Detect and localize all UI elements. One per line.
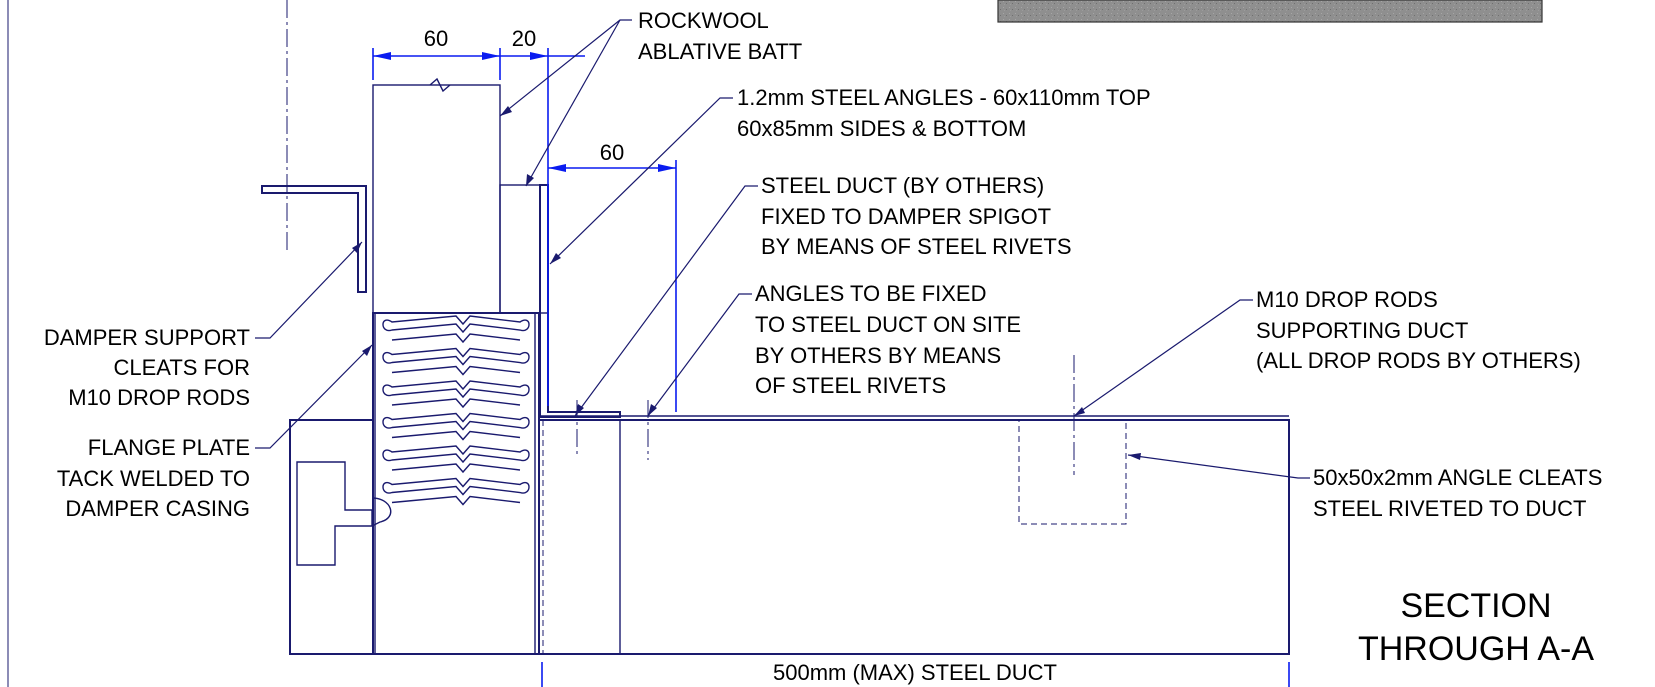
- dim-60-top-label: 60: [424, 26, 448, 51]
- label-angle-cleats: 50x50x2mm ANGLE CLEATS STEEL RIVETED TO …: [1313, 465, 1602, 521]
- label-steel-duct-line1: STEEL DUCT (BY OTHERS): [761, 173, 1044, 198]
- label-angles-fixed-line4: OF STEEL RIVETS: [755, 373, 946, 398]
- coil-6: [382, 477, 530, 496]
- label-steel-duct-line2: FIXED TO DAMPER SPIGOT: [761, 204, 1051, 229]
- label-drop-rods-line2: SUPPORTING DUCT: [1256, 318, 1468, 343]
- label-rockwool: ROCKWOOL ABLATIVE BATT: [638, 8, 802, 64]
- label-steel-angles-line1: 1.2mm STEEL ANGLES - 60x110mm TOP: [737, 85, 1151, 110]
- label-rockwool-line2: ABLATIVE BATT: [638, 39, 802, 64]
- coil-link-3: [391, 398, 521, 409]
- dim-20: 20: [500, 26, 585, 406]
- label-angles-fixed-line3: BY OTHERS BY MEANS: [755, 343, 1001, 368]
- label-steel-angles-line2: 60x85mm SIDES & BOTTOM: [737, 116, 1026, 141]
- label-angles-fixed-line2: TO STEEL DUCT ON SITE: [755, 312, 1021, 337]
- coil-link-5: [391, 463, 521, 474]
- label-damper-support-line3: M10 DROP RODS: [68, 385, 250, 410]
- damper-support-cleat: [261, 185, 367, 293]
- label-rockwool-line1: ROCKWOOL: [638, 8, 769, 33]
- label-angles-fixed: ANGLES TO BE FIXED TO STEEL DUCT ON SITE…: [755, 281, 1021, 398]
- steel-duct: [538, 415, 1290, 655]
- label-flange-plate-line1: FLANGE PLATE: [88, 435, 250, 460]
- section-title-line2: THROUGH A-A: [1358, 630, 1594, 668]
- label-steel-duct-line3: BY MEANS OF STEEL RIVETS: [761, 234, 1072, 259]
- section-title-line1: SECTION: [1400, 587, 1551, 625]
- dim-60-top: 60: [372, 26, 501, 80]
- label-steel-duct: STEEL DUCT (BY OTHERS) FIXED TO DAMPER S…: [761, 173, 1072, 259]
- steel-angle: [539, 184, 621, 418]
- coil-link-6: [391, 495, 521, 506]
- coil-2: [382, 347, 530, 366]
- label-flange-plate: FLANGE PLATE TACK WELDED TO DAMPER CASIN…: [57, 435, 250, 521]
- label-drop-rods-line1: M10 DROP RODS: [1256, 287, 1438, 312]
- dim-duct-label: 500mm (MAX) STEEL DUCT: [773, 660, 1057, 685]
- label-damper-support: DAMPER SUPPORT CLEATS FOR M10 DROP RODS: [44, 325, 250, 410]
- label-angle-cleats-line2: STEEL RIVETED TO DUCT: [1313, 496, 1586, 521]
- label-flange-plate-line3: DAMPER CASING: [65, 496, 250, 521]
- coil-4: [382, 412, 530, 431]
- coil-3: [382, 380, 530, 399]
- label-damper-support-line1: DAMPER SUPPORT: [44, 325, 250, 350]
- label-drop-rods: M10 DROP RODS SUPPORTING DUCT (ALL DROP …: [1256, 287, 1581, 373]
- dim-duct-width: 500mm (MAX) STEEL DUCT: [541, 660, 1290, 687]
- dim-60-angle-label: 60: [600, 140, 624, 165]
- dim-20-label: 20: [512, 26, 536, 51]
- label-angles-fixed-line1: ANGLES TO BE FIXED: [755, 281, 986, 306]
- coil-link-1: [391, 333, 521, 344]
- coil-link-4: [391, 430, 521, 441]
- label-steel-angles: 1.2mm STEEL ANGLES - 60x110mm TOP 60x85m…: [737, 85, 1151, 141]
- leaders: [255, 19, 1310, 479]
- angle-cleat-hidden: [1018, 419, 1127, 525]
- coil-link-2: [391, 365, 521, 376]
- rockwool-ablative-batt: [372, 77, 501, 314]
- intumescent-coils: [382, 315, 530, 506]
- coil-1: [382, 315, 530, 334]
- dim-60-angle: 60: [548, 140, 677, 412]
- label-angle-cleats-line1: 50x50x2mm ANGLE CLEATS: [1313, 465, 1602, 490]
- label-damper-support-line2: CLEATS FOR: [113, 355, 250, 380]
- flange-plate: [289, 419, 392, 655]
- label-drop-rods-line3: (ALL DROP RODS BY OTHERS): [1256, 348, 1581, 373]
- label-flange-plate-line2: TACK WELDED TO: [57, 466, 250, 491]
- grey-panel: [997, 0, 1543, 23]
- coil-5: [382, 445, 530, 464]
- section-title: SECTION THROUGH A-A: [1358, 587, 1594, 668]
